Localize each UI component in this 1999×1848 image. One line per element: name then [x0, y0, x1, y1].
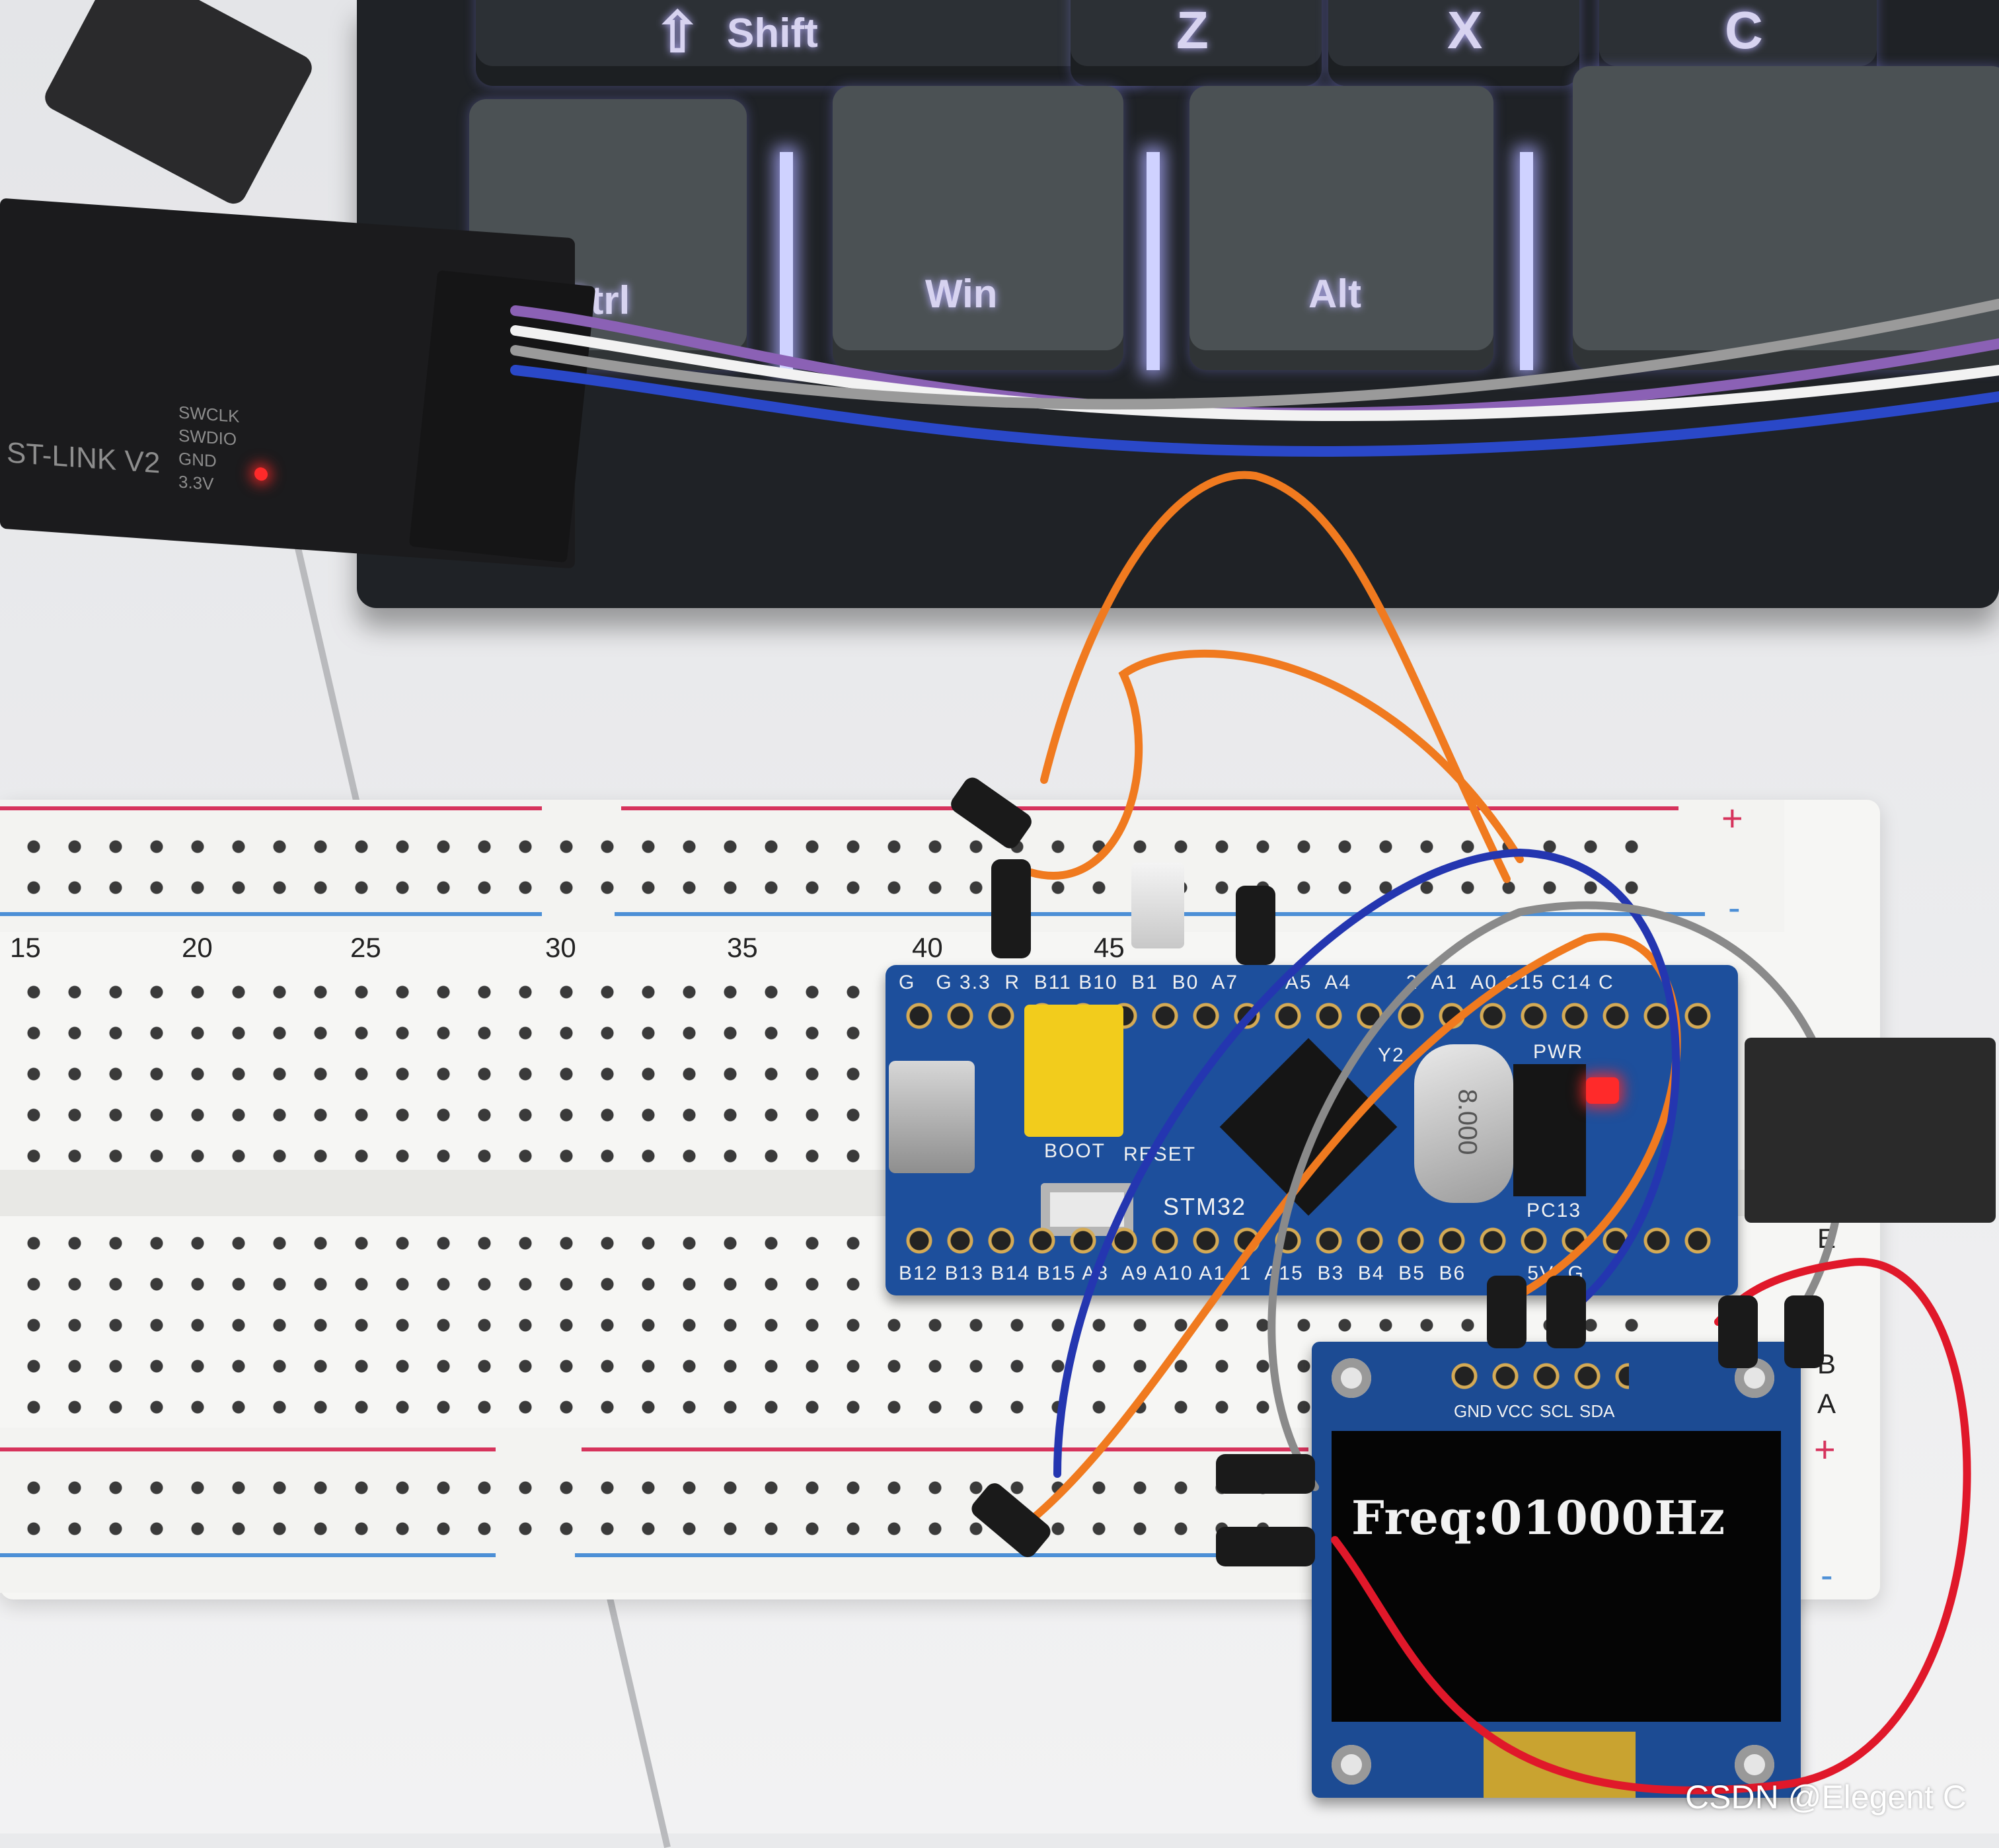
- row-letter: A: [1817, 1388, 1836, 1419]
- wire-plug: [971, 1483, 1051, 1557]
- wire-gray: [510, 299, 1999, 410]
- key-label: Z: [1176, 1, 1209, 59]
- wire-blue-jumper: [1053, 848, 1680, 1478]
- oled-pin-label: GND: [1454, 1401, 1492, 1421]
- wire-plug: [991, 859, 1031, 958]
- column-number: 45: [1094, 932, 1125, 963]
- terminal-strip-top: [13, 972, 886, 1170]
- key-alt[interactable]: Alt: [1189, 86, 1493, 370]
- key-z[interactable]: Z: [1071, 0, 1322, 86]
- rail-stripe-negative: [575, 1553, 1302, 1557]
- crystal-oscillator: 8.000: [1414, 1044, 1513, 1203]
- y2-label: Y2: [1378, 1044, 1405, 1066]
- boot-label: BOOT: [1044, 1140, 1106, 1162]
- key-backlight: [1147, 152, 1160, 370]
- rail-plus-label: +: [1814, 1428, 1836, 1470]
- shift-icon: ⇧: [654, 1, 701, 63]
- rail-stripe-positive: [582, 1447, 1308, 1451]
- column-number: 40: [912, 932, 943, 963]
- key-backlight: [1520, 152, 1533, 370]
- oled-screen: Freq:01000Hz: [1332, 1431, 1781, 1722]
- header-connector: [1745, 1038, 1996, 1223]
- wire-plug: [1216, 1527, 1315, 1566]
- micro-usb-port[interactable]: [889, 1061, 975, 1173]
- key-win[interactable]: Win: [833, 86, 1123, 370]
- wire-red: [1331, 1258, 1971, 1794]
- key-label: X: [1447, 1, 1483, 59]
- rail-minus-label: -: [1821, 1554, 1833, 1596]
- tactile-button[interactable]: [1131, 863, 1184, 948]
- pc13-label: PC13: [1527, 1200, 1582, 1221]
- oled-module: GND VCC SCL SDA Freq:01000Hz: [1312, 1342, 1801, 1798]
- oled-pin-header: [1444, 1358, 1629, 1394]
- key-x[interactable]: X: [1328, 0, 1579, 86]
- rail-holes: [13, 1467, 1269, 1549]
- oled-pin-label: SCL: [1540, 1401, 1573, 1421]
- voltage-regulator: [1513, 1064, 1586, 1196]
- rail-stripe-negative: [0, 1553, 496, 1557]
- wire-plug: [1216, 1454, 1315, 1494]
- wire-plug: [1546, 1276, 1586, 1348]
- mount-hole: [1332, 1358, 1371, 1398]
- boot-jumper[interactable]: [1024, 1005, 1123, 1137]
- rail-minus-label: -: [1728, 886, 1741, 928]
- column-number: 20: [182, 932, 213, 963]
- key-label: Win: [925, 272, 998, 316]
- rail-plus-label: +: [1721, 797, 1743, 839]
- wire-orange: [1040, 471, 1511, 883]
- wire-orange: [1027, 933, 1681, 1524]
- key-label: Alt: [1308, 272, 1361, 316]
- rail-stripe-negative: [0, 912, 542, 916]
- key-backlight: [780, 152, 793, 370]
- rail-stripe-positive: [0, 806, 542, 810]
- rail-stripe-positive: [0, 1447, 496, 1451]
- column-number: 25: [350, 932, 381, 963]
- column-number: 35: [727, 932, 758, 963]
- wire-plug: [1487, 1276, 1527, 1348]
- oled-pin-label: VCC: [1497, 1401, 1533, 1421]
- wire-plug: [1784, 1295, 1824, 1368]
- wire-orange: [1027, 649, 1524, 880]
- mount-hole: [1735, 1745, 1774, 1785]
- wire-plug: [1236, 886, 1275, 965]
- wire-blue: [510, 365, 1999, 457]
- pwr-label: PWR: [1533, 1041, 1583, 1063]
- wire-plug: [1718, 1295, 1758, 1368]
- power-rail-top: + -: [0, 797, 1784, 932]
- watermark: CSDN @Elegent C: [1685, 1779, 1967, 1816]
- oled-pin-label: SDA: [1579, 1401, 1615, 1421]
- board-name-label: STM32: [1163, 1193, 1247, 1220]
- rail-stripe-positive: [621, 806, 1678, 810]
- key-label: Shift: [727, 11, 818, 56]
- keyboard: ⇧ Shift Z X C Ctrl Win Alt: [357, 0, 1999, 608]
- key-label: C: [1725, 1, 1763, 59]
- power-led: [1586, 1077, 1619, 1104]
- column-number: 30: [545, 932, 576, 963]
- key-shift[interactable]: ⇧ Shift: [476, 0, 1150, 86]
- oled-frequency-readout: Freq:01000Hz: [1351, 1490, 1726, 1545]
- wire-plug: [951, 777, 1032, 849]
- column-number: 15: [10, 932, 41, 963]
- mount-hole: [1332, 1745, 1371, 1785]
